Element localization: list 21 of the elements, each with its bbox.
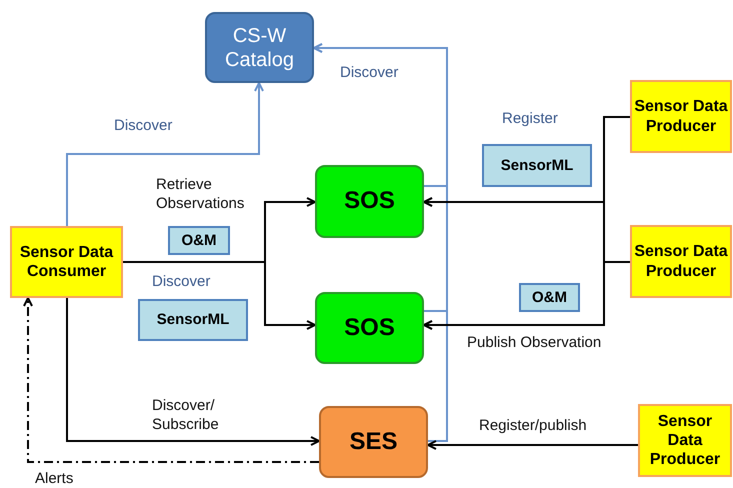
edge-label: Register/publish	[477, 417, 589, 436]
service-box: SES	[319, 406, 428, 478]
arrow	[423, 261, 630, 330]
arrow	[427, 440, 638, 450]
document-box: SensorML	[138, 299, 248, 341]
actor-box: Sensor Data Producer	[630, 225, 732, 298]
service-box: SOS	[315, 292, 424, 364]
document-box: O&M	[519, 283, 580, 312]
edge-label: Register	[500, 110, 560, 129]
arrow	[66, 82, 264, 226]
arrow	[123, 261, 316, 330]
arrow	[66, 298, 320, 446]
dash-dot-arrow	[23, 297, 319, 463]
actor-box: Sensor Data Producer	[638, 404, 732, 477]
actor-box: Sensor Data Producer	[630, 80, 732, 153]
arrow	[313, 43, 448, 442]
actor-box: Sensor Data Consumer	[10, 226, 123, 298]
document-box: O&M	[168, 226, 230, 255]
document-box: SensorML	[482, 144, 592, 187]
catalog-box: CS-W Catalog	[205, 12, 314, 83]
service-box: SOS	[315, 165, 424, 238]
